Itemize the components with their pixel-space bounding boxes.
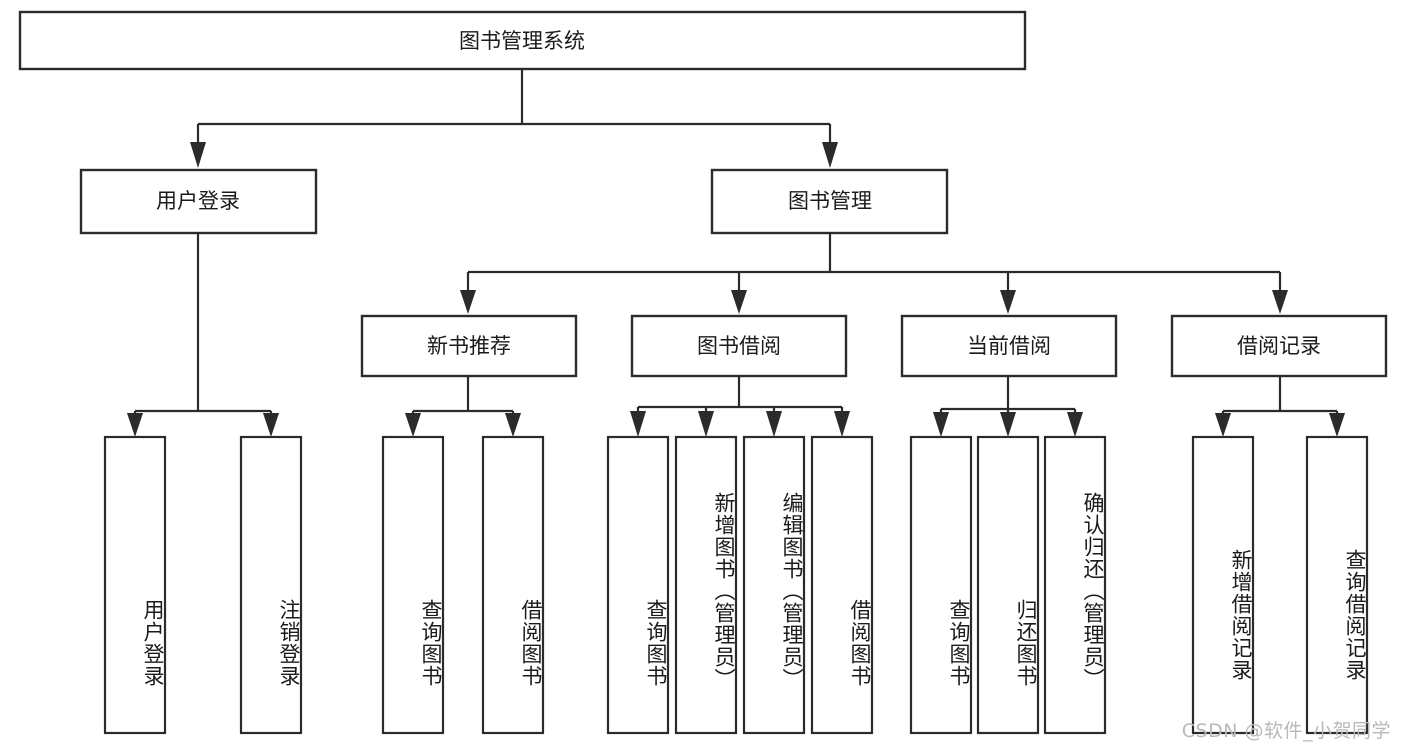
leaf-box-edit-book[interactable] <box>742 435 806 735</box>
node-new-book-recommend-label: 新书推荐 <box>427 334 511 358</box>
leaf-box-confirm-return[interactable] <box>1043 435 1107 735</box>
node-user-login[interactable]: 用户登录 <box>79 168 318 235</box>
node-root[interactable]: 图书管理系统 <box>18 10 1027 71</box>
leaf-box-return-book[interactable] <box>976 435 1040 735</box>
node-book-management[interactable]: 图书管理 <box>710 168 949 235</box>
leaf-box-query-record[interactable] <box>1305 435 1369 735</box>
node-borrow-record-label: 借阅记录 <box>1237 334 1321 358</box>
leaf-box-query-book-cb[interactable] <box>909 435 973 735</box>
node-book-management-label: 图书管理 <box>788 189 872 213</box>
leaf-box-borrow-book-nb[interactable] <box>481 435 545 735</box>
connector-booksmgmt-to-level3 <box>460 233 1288 314</box>
node-borrow-record[interactable]: 借阅记录 <box>1170 314 1388 378</box>
node-book-borrow[interactable]: 图书借阅 <box>630 314 848 378</box>
connector-bookborrow-to-leaves <box>630 376 850 437</box>
leaf-box-query-book-bb[interactable] <box>606 435 670 735</box>
node-user-login-label: 用户登录 <box>156 189 240 213</box>
leaf-box-borrow-book-bb[interactable] <box>810 435 874 735</box>
watermark: CSDN @软件_小贺同学 <box>1181 720 1391 742</box>
node-root-label: 图书管理系统 <box>459 29 585 53</box>
node-current-borrow[interactable]: 当前借阅 <box>900 314 1118 378</box>
leaf-box-logout[interactable] <box>239 435 303 735</box>
leaf-box-add-book[interactable] <box>674 435 738 735</box>
node-new-book-recommend[interactable]: 新书推荐 <box>360 314 578 378</box>
node-book-borrow-label: 图书借阅 <box>697 334 781 358</box>
connector-newbook-to-leaves <box>405 376 521 437</box>
connector-root-to-level2 <box>190 69 838 168</box>
leaf-box-user-login[interactable] <box>103 435 167 735</box>
leaf-box-add-record[interactable] <box>1191 435 1255 735</box>
connector-borrowrecord-to-leaves <box>1215 376 1345 437</box>
node-current-borrow-label: 当前借阅 <box>967 334 1051 358</box>
leaf-box-query-book-nb[interactable] <box>381 435 445 735</box>
connector-currentborrow-to-leaves <box>933 376 1083 437</box>
leaf-boxes <box>103 435 1369 735</box>
connector-userlogin-to-leaves <box>127 233 279 437</box>
